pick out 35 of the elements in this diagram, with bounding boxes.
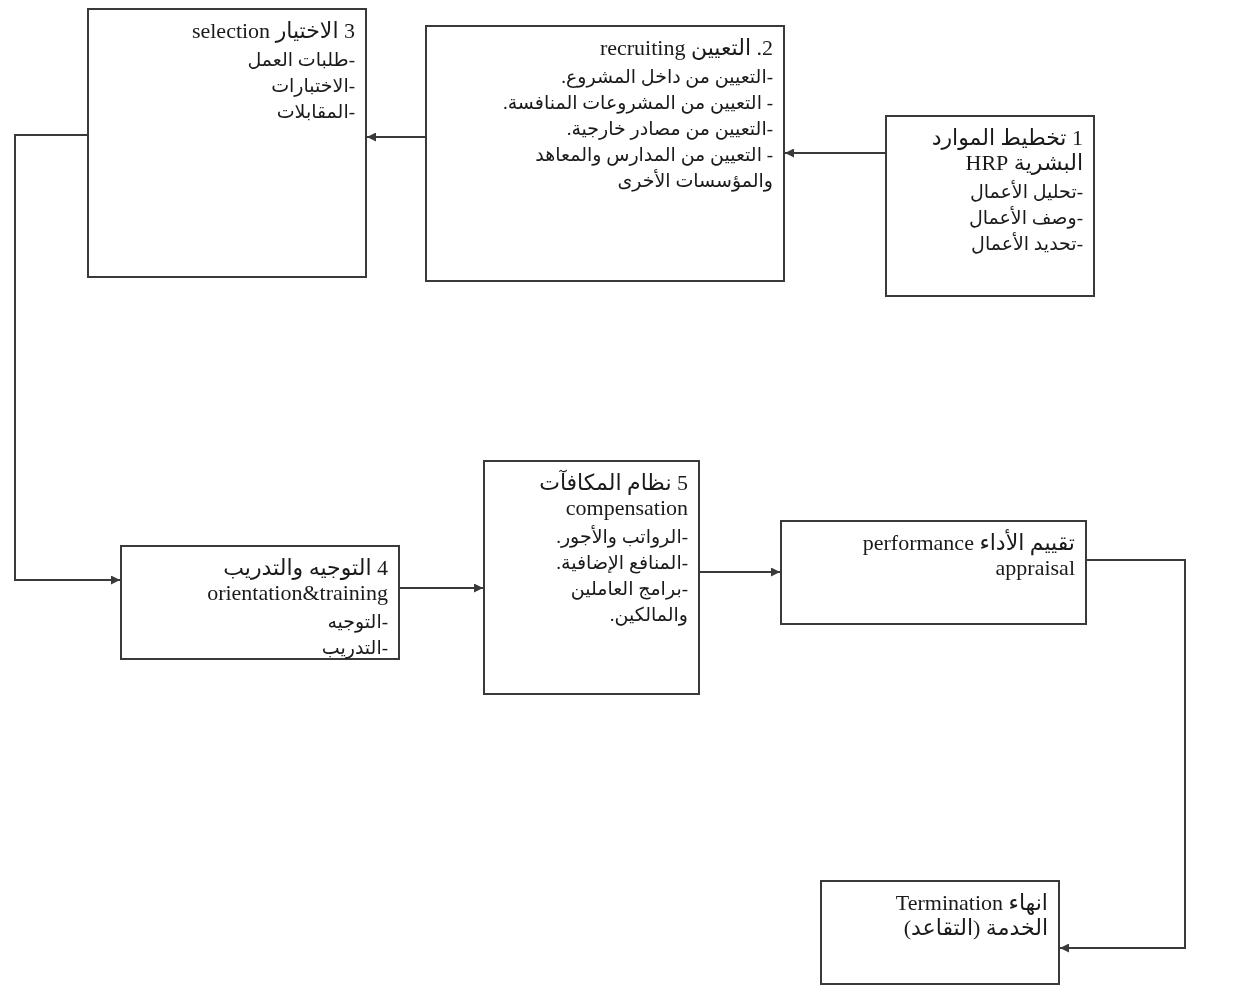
process-box [87,8,367,278]
process-box [483,460,700,695]
list-item: - التعيين من المشروعات المنافسة. [501,91,773,116]
list-item: -التعيين من داخل المشروع. [560,65,773,90]
box-heading: 1 تخطيط الموارد البشرية HRP [930,125,1083,175]
process-box [425,25,785,282]
arrow [14,134,121,585]
list-item: -التوجيه [326,610,388,635]
arrow [1059,559,1186,953]
list-item: -التدريب [320,636,388,661]
list-item: -المقابلات [275,100,355,124]
list-item: -تحليل الأعمال [968,179,1083,204]
list-item: -المنافع الإضافية. [555,551,688,576]
list-item: -الرواتب والأجور. [555,524,688,550]
process-box [780,520,1087,625]
arrow [784,148,886,158]
list-item: -التعيين من مصادر خارجية. [565,117,773,142]
arrow [366,132,426,142]
process-box [820,880,1060,985]
box-heading: 3 الاختيار selection [190,18,355,43]
arrow [699,567,781,577]
list-item: -طلبات العمل [246,48,355,72]
list-item: -الاختبارات [270,74,355,99]
list-item: - التعيين من المدارس والمعاهد والمؤسسات الأخرى [534,143,773,194]
box-heading: انهاء Termination الخدمة (التقاعد) [894,890,1048,940]
list-item: -تحديد الأعمال [970,231,1083,256]
process-box [885,115,1095,297]
arrow [399,583,484,593]
list-item: -برامج العاملين والمالكين. [569,577,688,628]
process-box [120,545,400,660]
box-heading: 5 نظام المكافآت compensation [538,470,688,520]
box-heading: 2. التعيين recruiting [598,35,773,60]
list-item: -وصف الأعمال [967,205,1083,231]
box-heading: 4 التوجيه والتدريب orientation&training [206,555,388,605]
box-heading: تقييم الأداء performance appraisal [861,530,1075,580]
